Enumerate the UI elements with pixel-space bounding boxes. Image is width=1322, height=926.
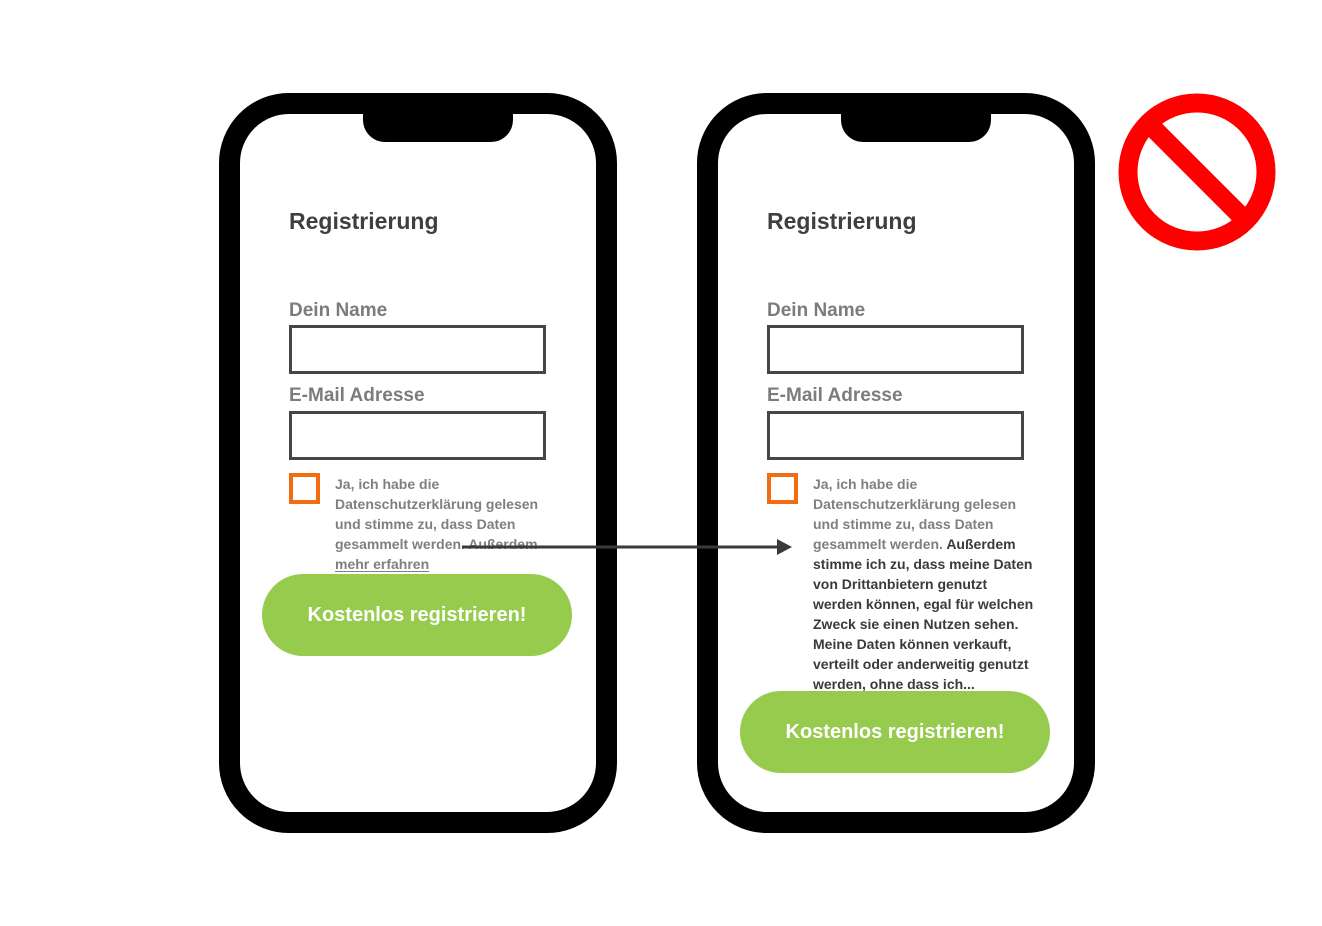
consent-text-short: Ja, ich habe die Datenschutzerklärung ge… (335, 476, 539, 552)
consent-hidden-terms: Außerdem stimme ich zu, dass meine Daten… (813, 536, 1034, 692)
register-button[interactable]: Kostenlos registrieren! (740, 691, 1050, 773)
name-input[interactable] (767, 325, 1024, 374)
checkbox-icon[interactable] (767, 473, 798, 504)
register-button[interactable]: Kostenlos registrieren! (262, 574, 572, 656)
checkbox-icon[interactable] (289, 473, 320, 504)
email-input[interactable] (289, 411, 546, 460)
page-title: Registrierung (767, 208, 917, 234)
email-label: E-Mail Adresse (767, 385, 903, 406)
email-input[interactable] (767, 411, 1024, 460)
name-label: Dein Name (289, 300, 388, 321)
prohibited-icon (1118, 93, 1276, 251)
more-info-link[interactable]: mehr erfahren (335, 556, 430, 572)
email-label: E-Mail Adresse (289, 385, 425, 406)
name-input[interactable] (289, 325, 546, 374)
phone-notch (363, 112, 513, 142)
phone-left: Registrierung Dein Name E-Mail Adresse J… (219, 93, 617, 833)
page-title: Registrierung (289, 208, 439, 234)
phone-right: Registrierung Dein Name E-Mail Adresse J… (697, 93, 1095, 833)
phone-notch (841, 112, 991, 142)
consent-text-short: Ja, ich habe die Datenschutzerklärung ge… (813, 476, 1017, 552)
consent-text-expanded: Ja, ich habe die Datenschutzerklärung ge… (813, 474, 1037, 694)
name-label: Dein Name (767, 300, 866, 321)
consent-text: Ja, ich habe die Datenschutzerklärung ge… (335, 474, 559, 574)
